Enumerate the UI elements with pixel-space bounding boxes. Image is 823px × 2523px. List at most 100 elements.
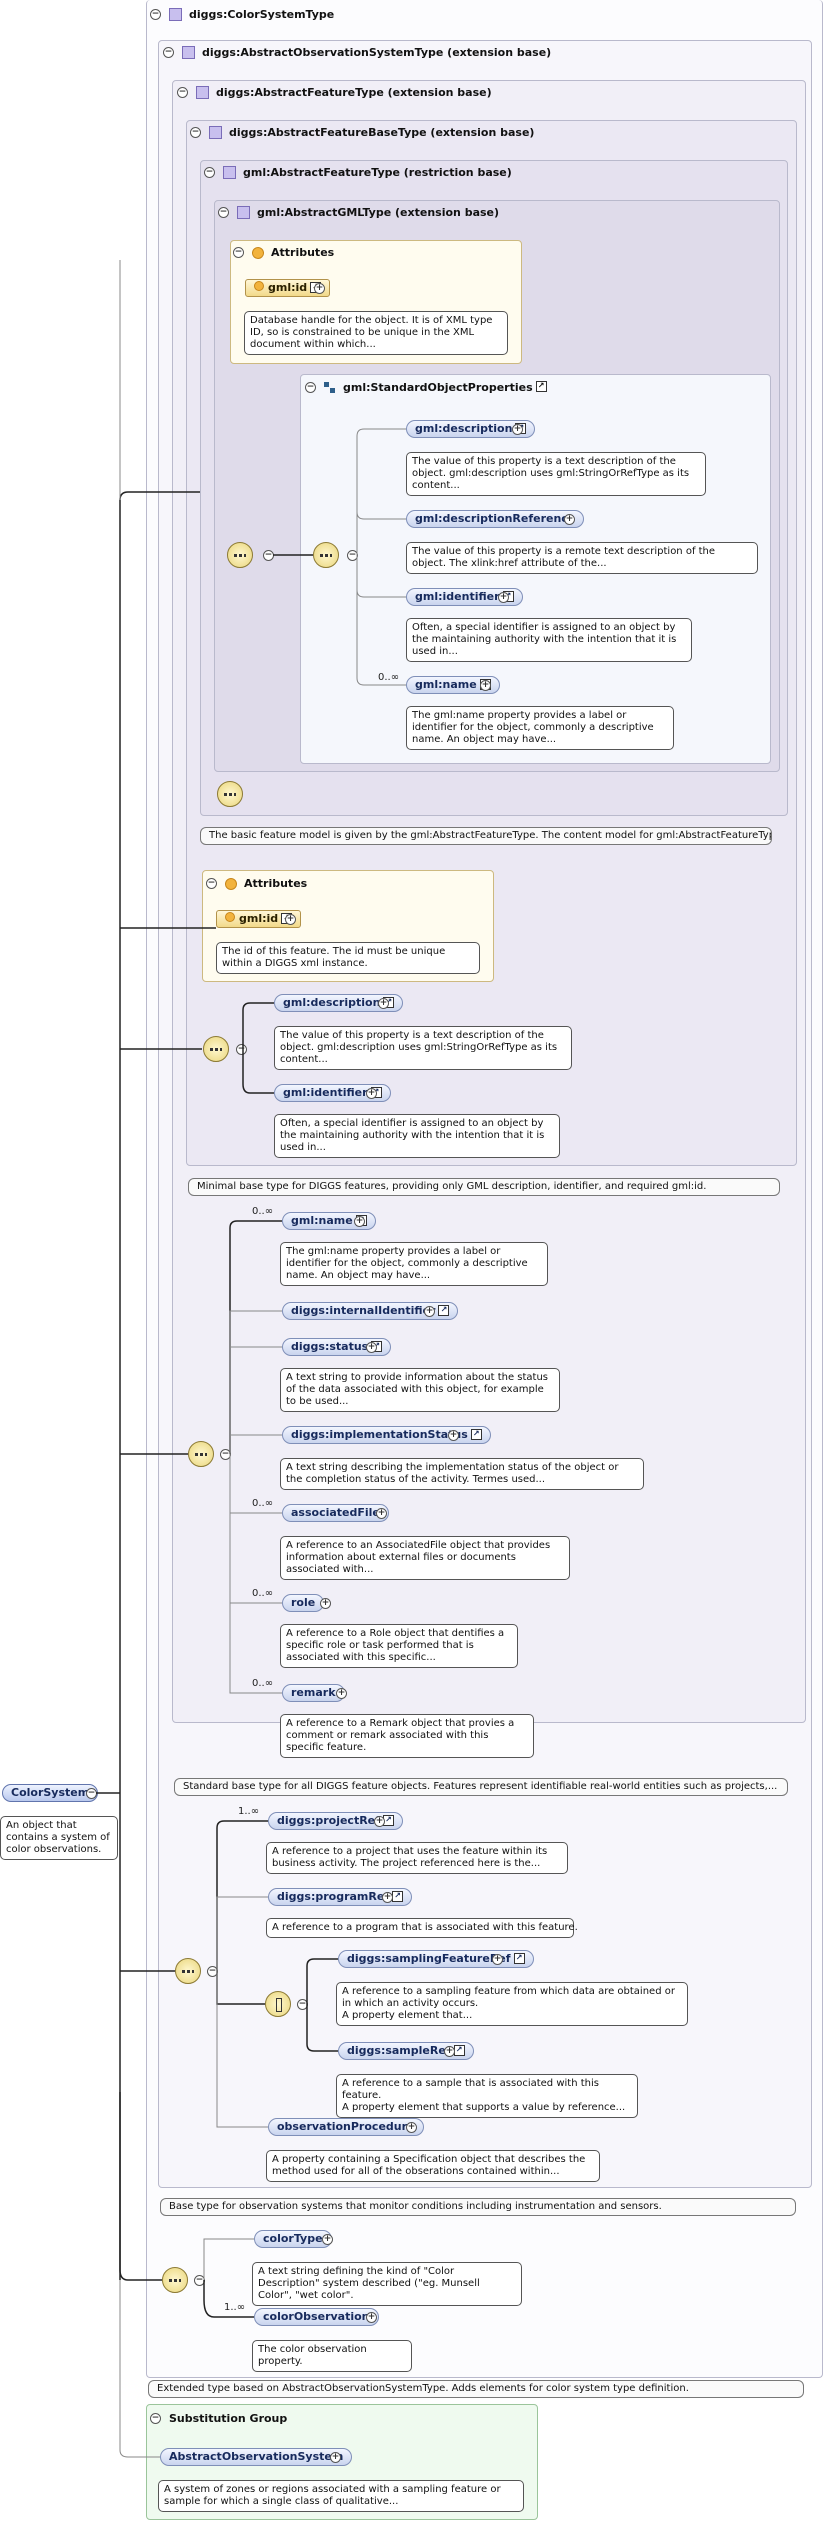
expand-plus-icon[interactable]: + xyxy=(366,2312,377,2323)
collapse-icon[interactable]: − xyxy=(204,167,215,178)
collapse-icon[interactable]: − xyxy=(236,1044,247,1055)
expand-plus-icon[interactable]: + xyxy=(378,998,389,1009)
complex-type-icon xyxy=(223,166,236,179)
attribute-icon xyxy=(225,912,235,922)
link-arrow-icon[interactable]: ↗ xyxy=(535,381,547,392)
complex-type-icon xyxy=(237,206,250,219)
expand-plus-icon[interactable]: + xyxy=(424,1306,435,1317)
gml-abstract-feature-type-header[interactable]: −gml:AbstractFeatureType (restriction ba… xyxy=(204,166,512,179)
diggs-project-ref-element[interactable]: diggs:projectRef↗ xyxy=(268,1812,403,1830)
gml-identifier-description: Often, a special identifier is assigned … xyxy=(406,618,692,662)
base-gml-id-description: The id of this feature. The id must be u… xyxy=(216,942,480,974)
remark-element[interactable]: remark xyxy=(282,1684,345,1702)
role-occurs: 0..∞ xyxy=(252,1588,274,1599)
observation-procedure-description: A property containing a Specification ob… xyxy=(266,2150,600,2182)
abstract-observation-system-element[interactable]: AbstractObservationSystem xyxy=(160,2448,353,2466)
associated-file-element[interactable]: associatedFile xyxy=(282,1504,389,1522)
sequence-compositor-icon[interactable] xyxy=(313,542,339,568)
color-system-type-header[interactable]: −diggs:ColorSystemType xyxy=(150,8,335,21)
expand-plus-icon[interactable]: + xyxy=(492,1954,503,1965)
collapse-icon[interactable]: − xyxy=(233,247,244,258)
collapse-icon[interactable]: − xyxy=(150,9,161,20)
gml-name-occurs: 0..∞ xyxy=(378,672,400,683)
collapse-icon[interactable]: − xyxy=(305,382,316,393)
complex-type-icon xyxy=(196,86,209,99)
expand-plus-icon[interactable]: + xyxy=(366,1088,377,1099)
expand-plus-icon[interactable]: + xyxy=(406,2122,417,2133)
abstract-observation-system-description: A system of zones or regions associated … xyxy=(158,2480,524,2512)
abstract-feature-base-type-header[interactable]: −diggs:AbstractFeatureBaseType (extensio… xyxy=(190,126,535,139)
expand-plus-icon[interactable]: + xyxy=(374,1816,385,1827)
role-element[interactable]: role xyxy=(282,1594,325,1612)
complex-type-icon xyxy=(209,126,222,139)
expand-plus-icon[interactable]: + xyxy=(354,1216,365,1227)
base-attributes-header[interactable]: −Attributes xyxy=(206,877,308,890)
remark-description: A reference to a Remark object that prov… xyxy=(280,1714,534,1758)
expand-plus-icon[interactable]: + xyxy=(382,1892,393,1903)
gml-description-reference-description: The value of this property is a remote t… xyxy=(406,542,758,574)
diggs-sampling-feature-ref-element[interactable]: diggs:samplingFeatureRef↗ xyxy=(338,1950,534,1968)
diggs-internal-identifier-element[interactable]: diggs:internalIdentifier↗ xyxy=(282,1302,459,1320)
substitution-group-header[interactable]: −Substitution Group xyxy=(150,2412,288,2425)
expand-plus-icon[interactable]: + xyxy=(564,514,575,525)
expand-plus-icon[interactable]: + xyxy=(498,592,509,603)
expand-plus-icon[interactable]: + xyxy=(314,283,325,294)
standard-object-properties-header[interactable]: −gml:StandardObjectProperties↗ xyxy=(305,381,547,394)
expand-plus-icon[interactable]: + xyxy=(322,2234,333,2245)
link-arrow-icon[interactable]: ↗ xyxy=(513,1952,525,1964)
color-observation-element[interactable]: colorObservation xyxy=(254,2308,379,2326)
attribute-icon xyxy=(225,877,237,890)
expand-plus-icon[interactable]: + xyxy=(285,914,296,925)
sequence-compositor-icon[interactable] xyxy=(162,2267,188,2293)
base-gml-identifier-element[interactable]: gml:identifier↗ xyxy=(274,1084,391,1102)
expand-plus-icon[interactable]: + xyxy=(448,1430,459,1441)
link-arrow-icon[interactable]: ↗ xyxy=(470,1428,482,1440)
collapse-icon[interactable]: − xyxy=(218,207,229,218)
gml-description-reference-element[interactable]: gml:descriptionReference xyxy=(406,510,585,528)
expand-plus-icon[interactable]: + xyxy=(336,1688,347,1699)
collapse-icon[interactable]: − xyxy=(177,87,188,98)
gml-identifier-element[interactable]: gml:identifier↗ xyxy=(406,588,523,606)
color-system-root-element[interactable]: ColorSystem xyxy=(2,1784,99,1802)
complex-type-icon xyxy=(169,8,182,21)
project-ref-occurs: 1..∞ xyxy=(238,1806,260,1817)
abstract-feature-type-header[interactable]: −diggs:AbstractFeatureType (extension ba… xyxy=(177,86,492,99)
expand-plus-icon[interactable]: + xyxy=(320,1598,331,1609)
sequence-compositor-icon[interactable] xyxy=(175,1958,201,1984)
sequence-compositor-icon[interactable] xyxy=(188,1441,214,1467)
collapse-icon[interactable]: − xyxy=(190,127,201,138)
diggs-program-ref-element[interactable]: diggs:programRef↗ xyxy=(268,1888,413,1906)
feature-gml-name-description: The gml:name property provides a label o… xyxy=(280,1242,548,1286)
link-arrow-icon[interactable]: ↗ xyxy=(438,1304,450,1316)
expand-plus-icon[interactable]: + xyxy=(330,2452,341,2463)
observation-procedure-element[interactable]: observationProcedure xyxy=(268,2118,424,2136)
collapse-icon[interactable]: − xyxy=(163,47,174,58)
collapse-icon[interactable]: − xyxy=(150,2413,161,2424)
feature-note: Standard base type for all DIGGS feature… xyxy=(174,1778,788,1796)
base-gml-description-description: The value of this property is a text des… xyxy=(274,1026,572,1070)
gml-abstract-gml-type-header[interactable]: −gml:AbstractGMLType (extension base) xyxy=(218,206,500,219)
sequence-compositor-icon[interactable] xyxy=(227,542,253,568)
diggs-implementation-status-element[interactable]: diggs:implementationStatus↗ xyxy=(282,1426,491,1444)
choice-compositor-icon[interactable] xyxy=(265,1991,291,2017)
sequence-compositor-icon[interactable] xyxy=(203,1036,229,1062)
collapse-icon[interactable]: − xyxy=(206,878,217,889)
diggs-status-element[interactable]: diggs:status↗ xyxy=(282,1338,392,1356)
color-observation-occurs: 1..∞ xyxy=(224,2302,246,2313)
attribute-icon xyxy=(254,281,264,291)
gml-attributes-header[interactable]: −Attributes xyxy=(233,246,335,259)
diggs-sample-ref-element[interactable]: diggs:sampleRef↗ xyxy=(338,2042,474,2060)
sequence-compositor-icon[interactable] xyxy=(217,781,243,807)
role-description: A reference to a Role object that dentif… xyxy=(280,1624,518,1668)
remark-occurs: 0..∞ xyxy=(252,1678,274,1689)
abstract-observation-system-type-header[interactable]: −diggs:AbstractObservationSystemType (ex… xyxy=(163,46,552,59)
expand-plus-icon[interactable]: + xyxy=(512,424,523,435)
gml-description-description: The value of this property is a text des… xyxy=(406,452,706,496)
expand-plus-icon[interactable]: + xyxy=(376,1508,387,1519)
expand-plus-icon[interactable]: + xyxy=(480,680,491,691)
color-note: Extended type based on AbstractObservati… xyxy=(148,2380,804,2398)
base-gml-description-element[interactable]: gml:description↗ xyxy=(274,994,404,1012)
expand-plus-icon[interactable]: + xyxy=(366,1342,377,1353)
expand-plus-icon[interactable]: + xyxy=(444,2046,455,2057)
